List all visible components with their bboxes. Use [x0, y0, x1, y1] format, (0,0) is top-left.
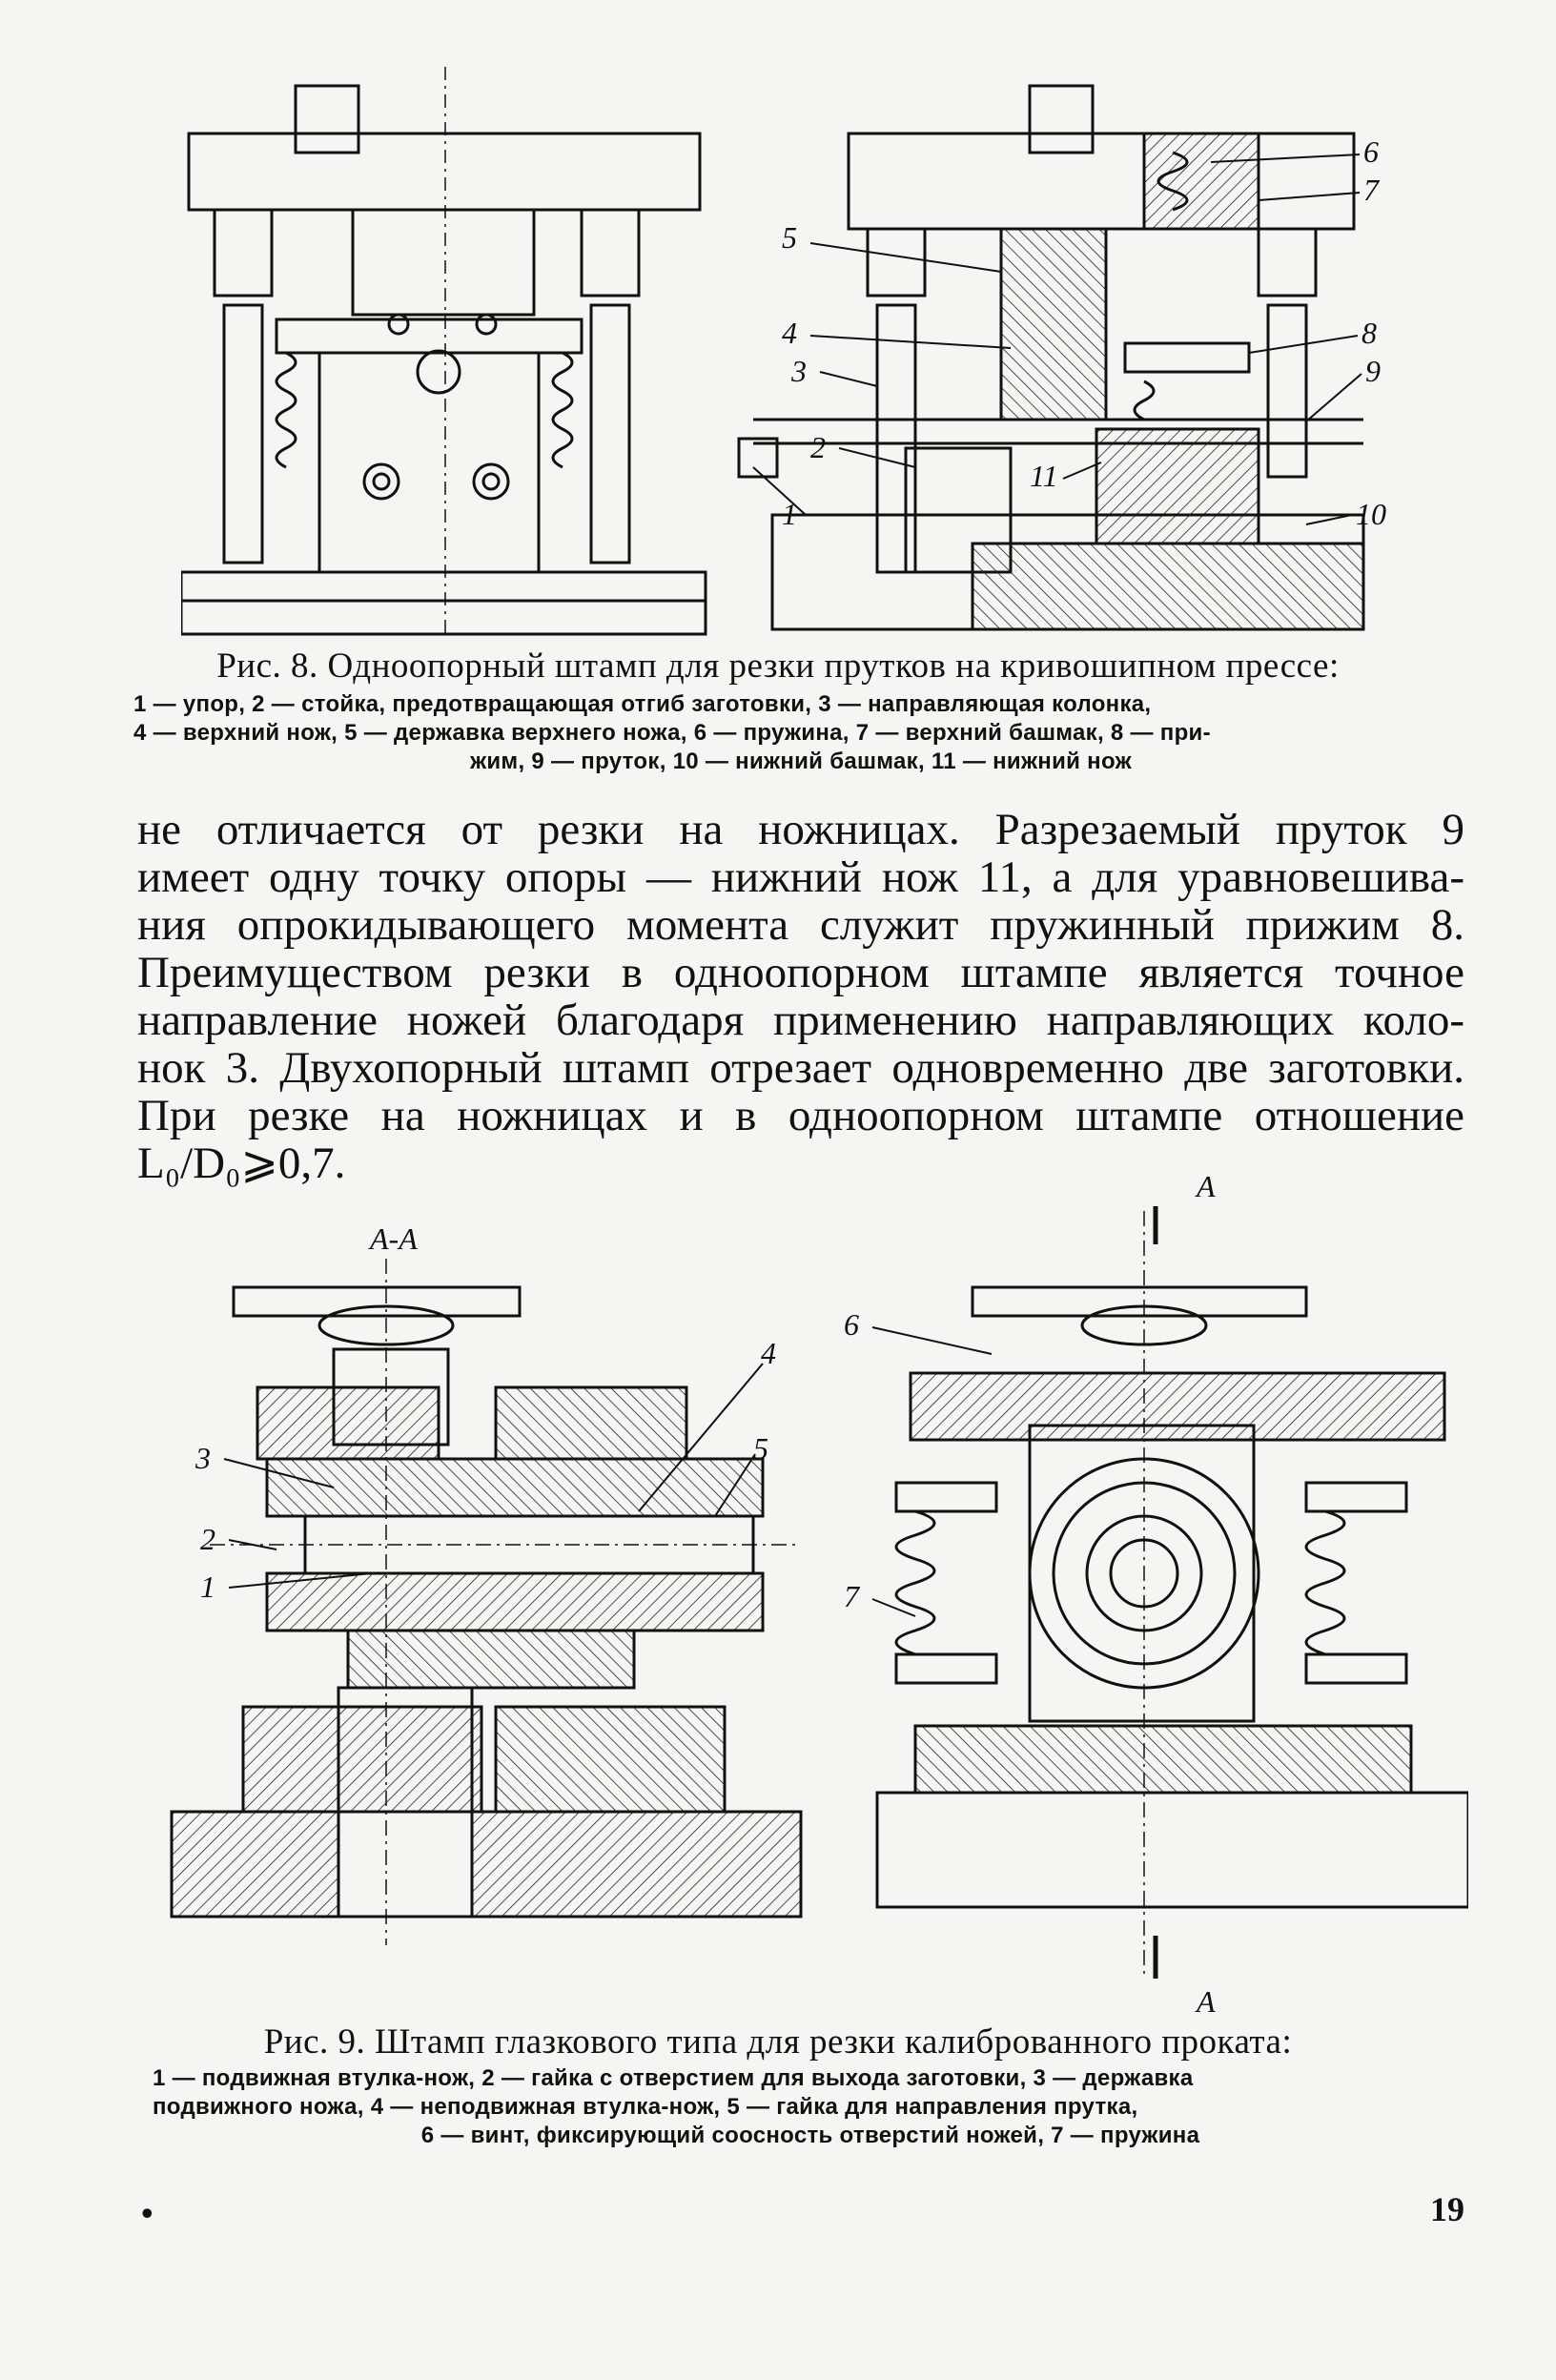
body-paragraph: не отличается от резки на ножницах. Разр…	[137, 806, 1464, 1187]
figure-9-drawing: А-А А А 1 2 3 4 5 6 7	[170, 1173, 1468, 2012]
figure-8-caption-title: Рис. 8. Одноопорный штамп для резки прут…	[216, 646, 1340, 686]
figure-8-legend-line: жим, 9 — пруток, 10 — нижний башмак, 11 …	[470, 749, 1132, 774]
fig8-label-11: 11	[1030, 459, 1058, 493]
fig8-label-2: 2	[810, 430, 826, 464]
footer-bullet: •	[141, 2194, 154, 2232]
fig9-label-1: 1	[200, 1570, 215, 1604]
figure-9-caption-title: Рис. 9. Штамп глазкового типа для резки …	[263, 2022, 1293, 2062]
body-line: имеет одну точку опоры — нижний нож 11, …	[137, 852, 1464, 902]
fig8-label-9: 9	[1365, 354, 1381, 388]
fig8-section-view	[737, 84, 1365, 631]
fig8-label-4: 4	[782, 316, 797, 350]
figure-9-legend-line: 6 — винт, фиксирующий соосность отверсти…	[420, 2123, 1200, 2148]
figure-8-legend: 1 — упор, 2 — стойка, предотвращающая от…	[133, 690, 1468, 776]
fig8-label-6: 6	[1363, 134, 1379, 169]
figure-9-legend-line: 1 — подвижная втулка-нож, 2 — гайка с от…	[153, 2065, 1194, 2091]
body-line: ния опрокидывающего момента служит пружи…	[137, 900, 1464, 950]
page-number: 19	[1430, 2190, 1464, 2228]
fig8-label-10: 10	[1356, 497, 1386, 531]
body-line: нок 3. Двухопорный штамп отрезает одновр…	[137, 1043, 1464, 1093]
fig9-label-2: 2	[200, 1522, 215, 1556]
figure-9-legend: 1 — подвижная втулка-нож, 2 — гайка с от…	[153, 2064, 1468, 2150]
body-line: L₀/D₀⩾0,7.	[137, 1139, 346, 1188]
fig9-section-aa	[170, 1259, 803, 1945]
fig9-cut-label-top: А	[1195, 1173, 1216, 1203]
figure-8-legend-line: 1 — упор, 2 — стойка, предотвращающая от…	[133, 691, 1152, 717]
body-line: направление ножей благодаря применению н…	[137, 995, 1464, 1045]
figure-8-legend-line: 4 — верхний нож, 5 — державка верхнего н…	[133, 720, 1211, 746]
fig9-label-4: 4	[761, 1336, 776, 1370]
fig8-label-8: 8	[1362, 316, 1377, 350]
fig8-label-5: 5	[782, 220, 797, 255]
fig8-label-7: 7	[1363, 173, 1381, 207]
fig8-front-view	[181, 67, 707, 639]
fig8-label-1: 1	[782, 497, 797, 531]
body-line: не отличается от резки на ножницах. Разр…	[137, 805, 1464, 854]
fig9-front-view	[875, 1206, 1468, 1979]
figure-8-drawing: 1 2 3 4 5 6 7 8 9 10 11	[181, 67, 1386, 639]
body-line: Преимуществом резки в одноопорном штампе…	[137, 948, 1464, 997]
fig9-label-5: 5	[753, 1431, 768, 1466]
fig9-section-label: А-А	[368, 1221, 418, 1256]
fig9-label-3: 3	[194, 1441, 211, 1475]
figure-9-legend-line: подвижного ножа, 4 — неподвижная втулка-…	[153, 2094, 1138, 2120]
fig9-label-7: 7	[844, 1579, 861, 1613]
body-line: При резке на ножницах и в одноопорном шт…	[137, 1091, 1464, 1140]
fig8-label-3: 3	[790, 354, 807, 388]
fig9-label-6: 6	[844, 1307, 859, 1342]
fig9-cut-label-bottom: А	[1195, 1984, 1216, 2012]
